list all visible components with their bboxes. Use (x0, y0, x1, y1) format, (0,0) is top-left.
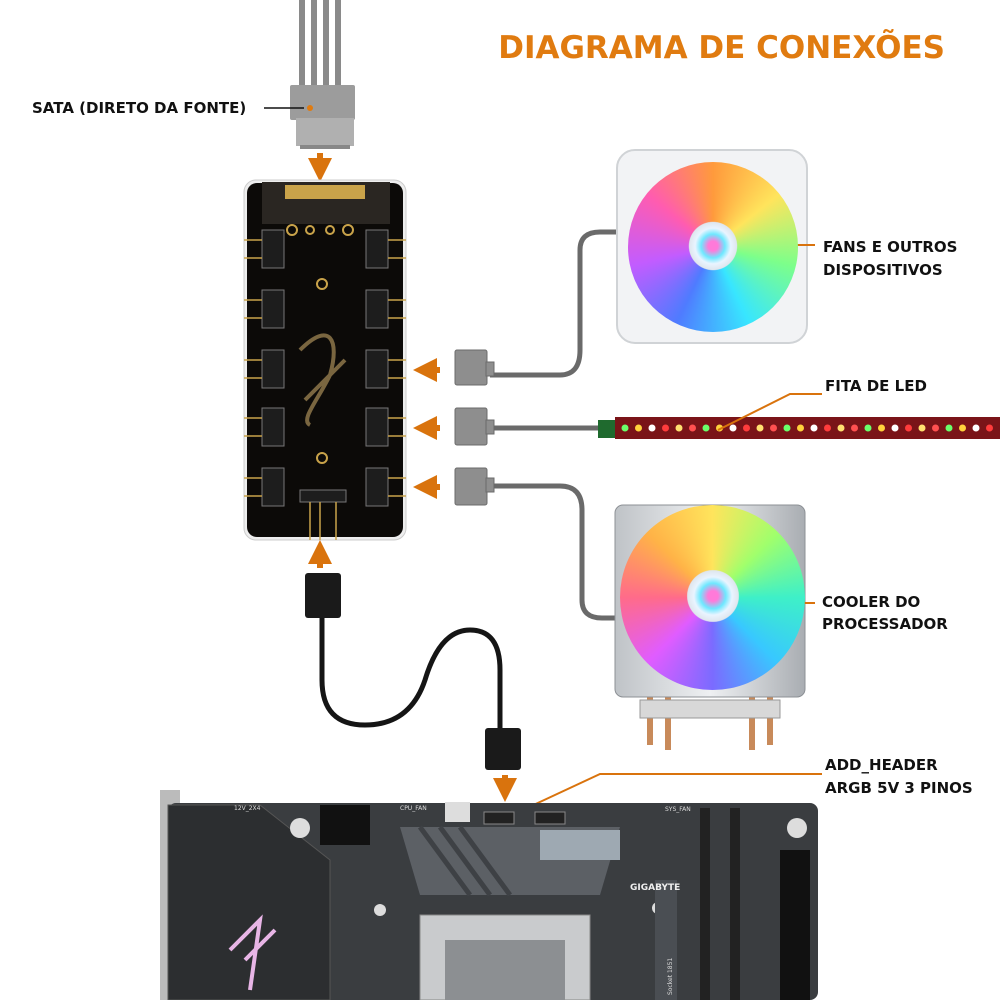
header-label-line1: ADD_HEADER (825, 756, 938, 774)
led-dot (986, 424, 993, 432)
led-dot (675, 424, 683, 432)
cooler-label-line1: COOLER DO (822, 593, 920, 611)
diagram-title: DIAGRAMA DE CONEXÕES (498, 29, 945, 66)
led-dot (716, 424, 723, 432)
led-dot (621, 424, 629, 432)
led-dot (810, 424, 818, 432)
fans-label-line2: DISPOSITIVOS (823, 261, 943, 279)
cooler-hub (683, 566, 743, 626)
led-dot (797, 424, 804, 432)
fans-label-line1: FANS E OUTROS (823, 238, 957, 256)
led-dot (837, 424, 845, 432)
sys-fan-label: SYS_FAN (665, 806, 691, 813)
led-dot (783, 424, 791, 432)
led-dot (662, 424, 669, 432)
led-dot (959, 424, 966, 432)
led-dot (972, 424, 980, 432)
led-dot (864, 424, 872, 432)
led-dot (689, 424, 696, 432)
led-dot (878, 424, 885, 432)
motherboard: 12V_2X4 CPU_FAN SYS_FAN GIGABYTE Socket … (160, 790, 818, 1000)
led-dot (743, 424, 750, 432)
led-dot (851, 424, 858, 432)
cpu-fan-label: CPU_FAN (400, 805, 427, 812)
led-dot (905, 424, 912, 432)
led-dot (635, 424, 642, 432)
socket-label: Socket 1851 (667, 958, 674, 995)
led-dot (891, 424, 899, 432)
argb-header (483, 811, 515, 825)
sata-label: SATA (DIRETO DA FONTE) (32, 99, 246, 117)
led-strip (598, 417, 1000, 439)
argb-extension-cable (305, 573, 521, 770)
jst-connectors (454, 349, 495, 506)
arrow-left-icons (413, 358, 440, 499)
cooler-label-line2: PROCESSADOR (822, 615, 948, 633)
fan-hub (685, 218, 741, 274)
led-dot (702, 424, 710, 432)
sata-cable (264, 0, 355, 149)
device-cables (490, 229, 625, 621)
argb-hub-board (243, 179, 407, 541)
power-connector-label: 12V_2X4 (234, 805, 261, 812)
led-dot (824, 424, 831, 432)
motherboard-brand: GIGABYTE (630, 883, 680, 893)
led-dot (648, 424, 656, 432)
led-dot (770, 424, 777, 432)
led-strip-label: FITA DE LED (825, 377, 927, 395)
led-dot (932, 424, 939, 432)
led-dot (756, 424, 764, 432)
led-dot (918, 424, 926, 432)
led-dot (945, 424, 953, 432)
led-dot (729, 424, 737, 432)
header-label-line2: ARGB 5V 3 PINOS (825, 779, 973, 797)
